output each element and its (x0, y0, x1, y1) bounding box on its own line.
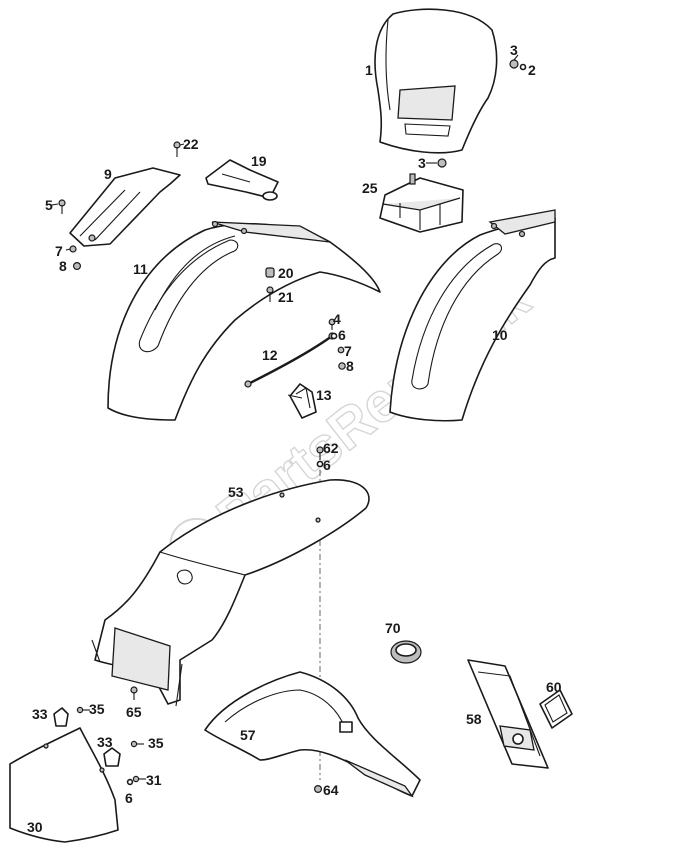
screw-31 (132, 775, 146, 783)
headlight-mask (374, 8, 498, 154)
screw-65 (130, 686, 138, 700)
label-19: 19 (251, 153, 267, 169)
label-33-lower: 33 (97, 734, 113, 750)
label-11: 11 (133, 261, 148, 277)
strap-12 (244, 332, 336, 388)
label-31: 31 (146, 772, 162, 788)
label-35-lower: 35 (148, 735, 164, 751)
label-25: 25 (362, 180, 378, 196)
label-33-upper: 33 (32, 706, 48, 722)
label-21: 21 (278, 289, 294, 305)
label-9: 9 (104, 166, 112, 182)
label-53: 53 (228, 484, 244, 500)
front-fender-10 (389, 209, 556, 422)
nut-lower (437, 158, 447, 168)
washer-6c (126, 778, 134, 786)
label-58: 58 (466, 711, 482, 727)
plate-holder-58 (467, 659, 549, 769)
label-70: 70 (385, 620, 401, 636)
bracket-19 (205, 159, 279, 201)
label-6-plate: 6 (125, 790, 133, 806)
cap-70 (390, 640, 422, 664)
label-4: 4 (333, 311, 341, 327)
label-7-strap: 7 (344, 343, 352, 359)
washer-6 (330, 332, 338, 340)
spacer-20 (265, 267, 275, 278)
label-8-left: 8 (59, 258, 67, 274)
clip-33-lower (103, 747, 121, 767)
label-5: 5 (45, 197, 53, 213)
front-fender-11 (107, 220, 381, 421)
leader-lines (51, 54, 519, 399)
label-2: 2 (528, 62, 536, 78)
label-20: 20 (278, 265, 294, 281)
number-plate-30 (9, 727, 119, 843)
electronic-box (379, 173, 464, 233)
bracket-9 (69, 167, 181, 247)
label-6-strap: 6 (338, 327, 346, 343)
clip-33-upper (53, 707, 69, 727)
label-65: 65 (126, 704, 142, 720)
screw-35-lower (130, 740, 144, 748)
label-13: 13 (316, 387, 332, 403)
part-labels: 1 2 3 3 4 5 6 6 6 7 7 8 8 9 10 11 12 13 … (27, 42, 562, 835)
bolt-21 (266, 286, 274, 302)
label-30: 30 (27, 819, 43, 835)
washer-6b (316, 460, 324, 468)
gasket-60 (539, 689, 573, 729)
screw-62 (316, 446, 324, 460)
label-10: 10 (492, 327, 508, 343)
label-3-upper: 3 (510, 42, 518, 58)
washer-7 (69, 245, 77, 253)
screw-35-upper (76, 706, 90, 714)
nut-upper (509, 59, 527, 71)
screw-22 (173, 141, 181, 157)
label-64: 64 (323, 782, 339, 798)
label-35-upper: 35 (89, 701, 105, 717)
label-60: 60 (546, 679, 562, 695)
washer-7b (337, 346, 345, 354)
screw-5 (58, 199, 66, 214)
label-1: 1 (365, 62, 373, 78)
label-62: 62 (323, 440, 339, 456)
clip-13 (289, 383, 317, 419)
label-57: 57 (240, 727, 256, 743)
nut-8b (338, 362, 346, 370)
nut-8 (72, 262, 81, 271)
label-8-strap: 8 (346, 358, 354, 374)
label-3-lower: 3 (418, 155, 426, 171)
rear-fender-53 (91, 479, 370, 707)
label-22: 22 (183, 136, 199, 152)
label-7-left: 7 (55, 243, 63, 259)
label-6-fender: 6 (323, 457, 331, 473)
splash-guard-57 (204, 671, 421, 798)
nut-64 (314, 784, 323, 793)
screw-4 (328, 318, 336, 330)
label-12: 12 (262, 347, 278, 363)
